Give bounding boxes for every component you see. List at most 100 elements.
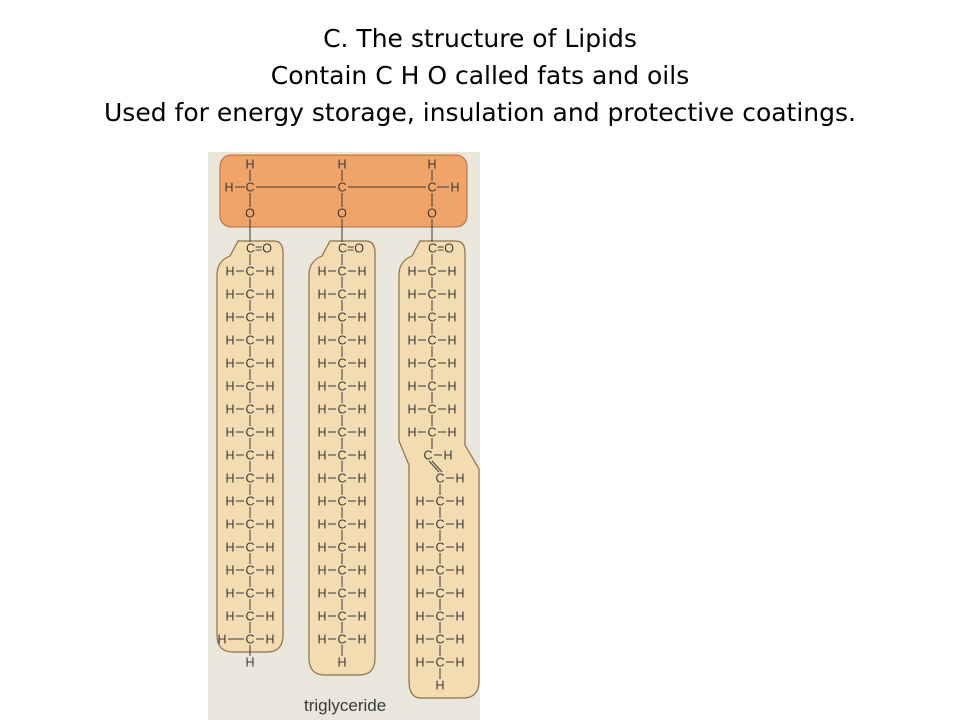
chain-h-atom: H [225, 357, 234, 371]
chain-h-atom: H [225, 564, 234, 578]
chain-h-atom: H [357, 495, 366, 509]
chain-c-atom: C [245, 495, 254, 509]
chain-h-atom: H [455, 633, 464, 647]
chain-h-atom: H [407, 357, 416, 371]
chain-h-atom: H [265, 587, 274, 601]
chain-h-atom: H [407, 311, 416, 325]
chain-h-atom: H [225, 380, 234, 394]
chain-h-atom: H [407, 265, 416, 279]
glycerol-c-atom: C [245, 181, 254, 195]
chain-c-atom: C [435, 656, 444, 670]
chain-c-atom: C [245, 311, 254, 325]
chain-h-atom: H [225, 334, 234, 348]
chain-h-atom: H [407, 426, 416, 440]
chain-h-atom: H [357, 541, 366, 555]
chain-c-atom: C [245, 288, 254, 302]
chain-c-atom: C [337, 495, 346, 509]
glycerol-h-atom: H [337, 158, 346, 172]
chain-c-atom: C [435, 518, 444, 532]
chain-h-atom: H [357, 265, 366, 279]
chain-h-atom: H [265, 633, 274, 647]
chain-c-atom: C [337, 564, 346, 578]
chain-c-atom: C [245, 518, 254, 532]
chain-h-atom: H [357, 564, 366, 578]
chain-c-atom: C [337, 426, 346, 440]
chain-h-atom: H [265, 403, 274, 417]
chain-h-atom: H [265, 426, 274, 440]
chain-h-atom: H [455, 610, 464, 624]
chain-c-atom: C [337, 265, 346, 279]
chain-h-atom: H [317, 403, 326, 417]
fatty-acid-chain-box [308, 240, 376, 676]
chain-c-atom: C [423, 449, 432, 463]
title-line-2: Contain C H O called fats and oils [270, 61, 690, 90]
chain-c-atom: C [337, 610, 346, 624]
chain-h-atom: H [265, 380, 274, 394]
chain-h-atom: H [317, 541, 326, 555]
chain-c-atom: C [245, 403, 254, 417]
chain-h-atom: H [225, 403, 234, 417]
chain-end-h-atom: H [337, 656, 346, 670]
chain-h-atom: H [447, 403, 456, 417]
chain-c-atom: C [337, 311, 346, 325]
chain-h-atom: H [357, 357, 366, 371]
glycerol-c-atom: C [427, 181, 436, 195]
chain-h-atom: H [225, 541, 234, 555]
chain-h-atom: H [265, 265, 274, 279]
chain-h-atom: H [447, 288, 456, 302]
chain-h-atom: H [407, 380, 416, 394]
chain-h-atom: H [357, 449, 366, 463]
chain-h-atom: H [407, 288, 416, 302]
carbonyl-group: C=O [428, 242, 454, 256]
chain-h-atom: H [317, 472, 326, 486]
title-line-3: Used for energy storage, insulation and … [104, 98, 856, 127]
glycerol-o-atom: O [337, 207, 347, 221]
chain-h-atom: H [357, 518, 366, 532]
carbonyl-group: C=O [246, 242, 272, 256]
chain-c-atom: C [337, 403, 346, 417]
chain-h-atom: H [415, 587, 424, 601]
chain-h-atom: H [225, 518, 234, 532]
chain-h-atom: H [407, 334, 416, 348]
chain-c-atom: C [337, 633, 346, 647]
chain-h-atom: H [357, 403, 366, 417]
chain-c-atom: C [337, 357, 346, 371]
chain-c-atom: C [245, 449, 254, 463]
chain-h-atom: H [455, 587, 464, 601]
chain-h-atom: H [317, 288, 326, 302]
glycerol-h-atom: H [224, 181, 233, 195]
chain-c-atom: C [337, 518, 346, 532]
chain-h-atom: H [415, 495, 424, 509]
chain-h-atom: H [225, 426, 234, 440]
chain-h-atom: H [225, 449, 234, 463]
chain-c-atom: C [245, 426, 254, 440]
chain-h-atom: H [225, 587, 234, 601]
chain-h-atom: H [455, 564, 464, 578]
chain-c-atom: C [435, 587, 444, 601]
glycerol-h-atom: H [245, 158, 254, 172]
chain-h-atom: H [265, 518, 274, 532]
chain-h-atom: H [317, 564, 326, 578]
chain-h-atom: H [447, 265, 456, 279]
chain-h-atom: H [415, 633, 424, 647]
chain-h-atom: H [317, 334, 326, 348]
chain-c-atom: C [337, 449, 346, 463]
chain-c-atom: C [435, 633, 444, 647]
chain-h-atom: H [357, 311, 366, 325]
chain-c-atom: C [245, 633, 254, 647]
chain-h-atom: H [447, 357, 456, 371]
chain-c-atom: C [427, 380, 436, 394]
chain-end-h-atom: H [245, 656, 254, 670]
chain-c-atom: C [337, 541, 346, 555]
chain-h-atom: H [455, 541, 464, 555]
chain-h-atom: H [455, 495, 464, 509]
chain-c-atom: C [245, 265, 254, 279]
chain-h-atom: H [317, 426, 326, 440]
chain-end-h-atom: H [435, 679, 444, 693]
chain-h-atom: H [415, 656, 424, 670]
chain-c-atom: C [245, 334, 254, 348]
chain-c-atom: C [427, 357, 436, 371]
glycerol-box [219, 154, 468, 228]
